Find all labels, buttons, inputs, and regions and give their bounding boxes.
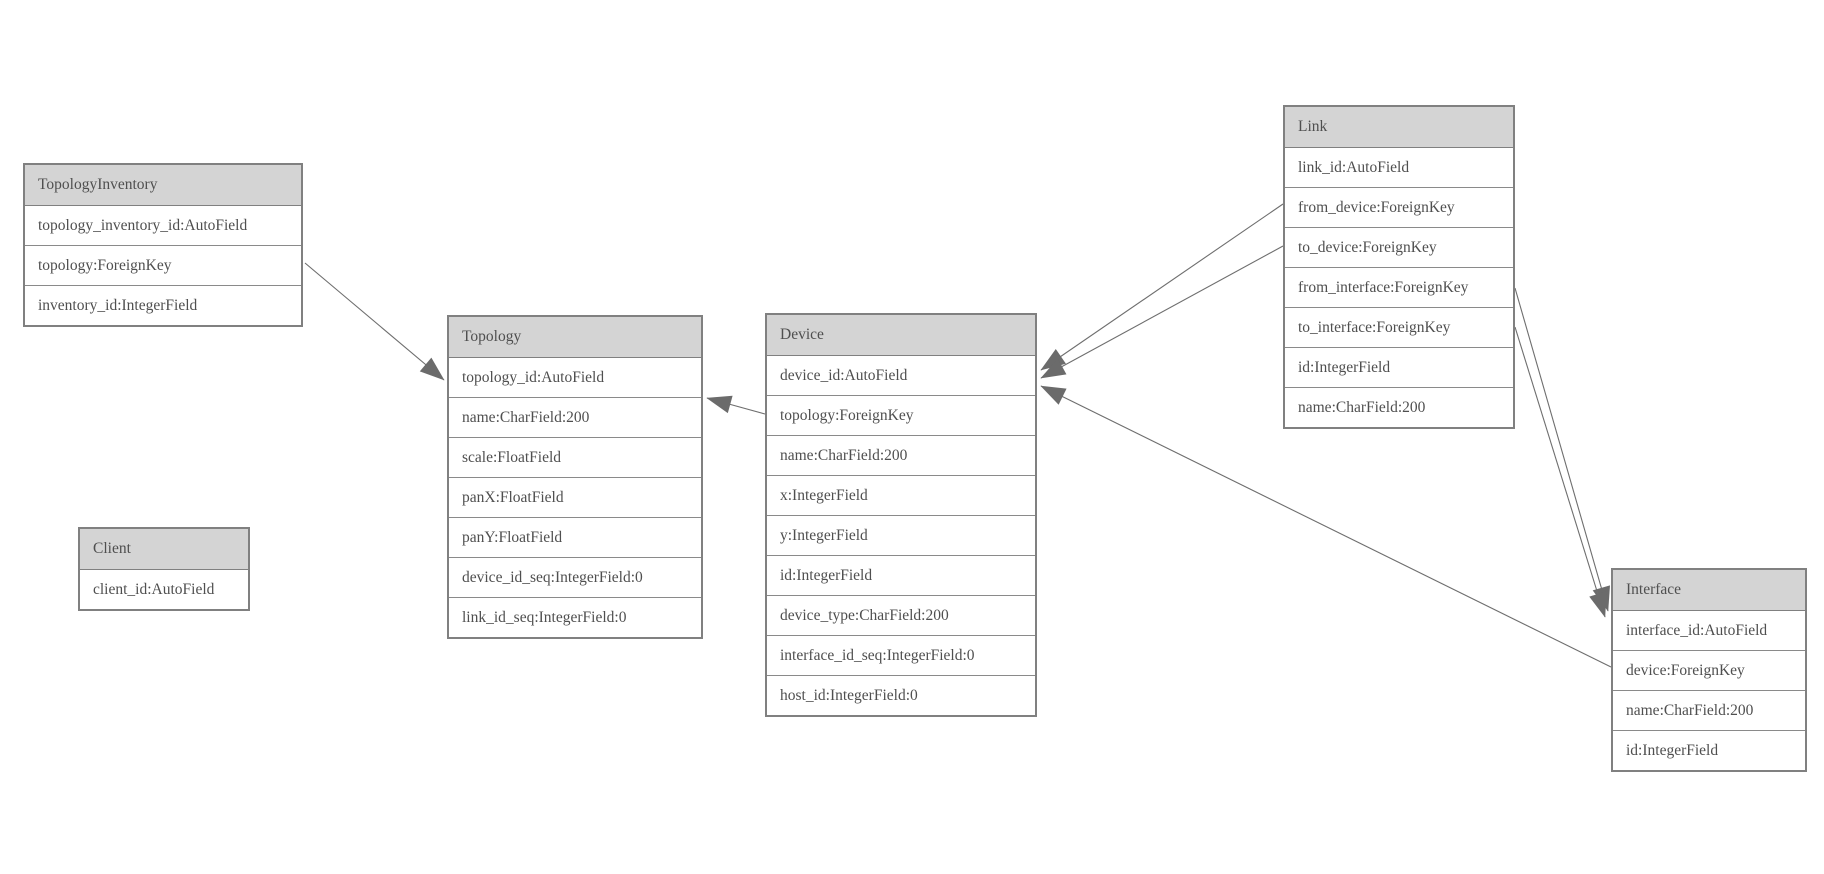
field-row: device_id_seq:IntegerField:0	[449, 558, 701, 598]
field-row: topology:ForeignKey	[25, 246, 301, 286]
field-row: topology_inventory_id:AutoField	[25, 206, 301, 246]
field-row: link_id:AutoField	[1285, 148, 1513, 188]
edge-device-topology	[706, 395, 766, 415]
field-row: name:CharField:200	[767, 436, 1035, 476]
field-row: from_interface:ForeignKey	[1285, 268, 1513, 308]
field-row: device_id:AutoField	[767, 356, 1035, 396]
field-row: id:IntegerField	[1613, 731, 1805, 770]
entity-header: Client	[80, 529, 248, 570]
field-row: topology_id:AutoField	[449, 358, 701, 398]
field-row: topology:ForeignKey	[767, 396, 1035, 436]
entity-header: TopologyInventory	[25, 165, 301, 206]
field-row: device_type:CharField:200	[767, 596, 1035, 636]
entity-header: Device	[767, 315, 1035, 356]
edge-link-from_device-device	[1040, 203, 1284, 371]
field-row: name:CharField:200	[1285, 388, 1513, 427]
field-row: from_device:ForeignKey	[1285, 188, 1513, 228]
field-row: name:CharField:200	[449, 398, 701, 438]
field-row: interface_id_seq:IntegerField:0	[767, 636, 1035, 676]
field-row: to_device:ForeignKey	[1285, 228, 1513, 268]
field-row: device:ForeignKey	[1613, 651, 1805, 691]
field-row: client_id:AutoField	[80, 570, 248, 609]
field-row: inventory_id:IntegerField	[25, 286, 301, 325]
field-row: scale:FloatField	[449, 438, 701, 478]
field-row: to_interface:ForeignKey	[1285, 308, 1513, 348]
field-row: panY:FloatField	[449, 518, 701, 558]
entity-header: Link	[1285, 107, 1513, 148]
field-row: panX:FloatField	[449, 478, 701, 518]
field-row: id:IntegerField	[1285, 348, 1513, 388]
field-row: x:IntegerField	[767, 476, 1035, 516]
entity-header: Topology	[449, 317, 701, 358]
field-row: y:IntegerField	[767, 516, 1035, 556]
field-row: host_id:IntegerField:0	[767, 676, 1035, 715]
field-row: interface_id:AutoField	[1613, 611, 1805, 651]
entity-header: Interface	[1613, 570, 1805, 611]
field-row: link_id_seq:IntegerField:0	[449, 598, 701, 637]
edge-link-from_interface-interface	[1514, 287, 1610, 612]
edge-link-to_device-device	[1040, 245, 1284, 379]
edge-topologyinventory-topology	[304, 262, 445, 381]
field-row: id:IntegerField	[767, 556, 1035, 596]
edge-link-to_interface-interface	[1514, 326, 1607, 618]
field-row: name:CharField:200	[1613, 691, 1805, 731]
